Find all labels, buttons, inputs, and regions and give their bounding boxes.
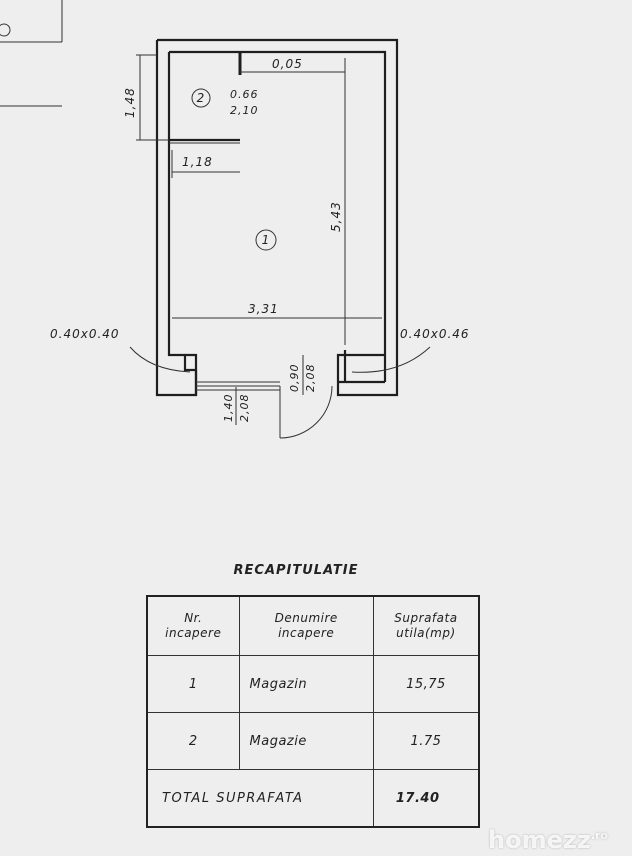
header-name: Denumire incapere	[238, 595, 374, 656]
table-row: 1 Magazin 15,75	[146, 655, 480, 713]
dim-room2-door-w: 0.66	[230, 88, 259, 101]
room2-number: 2	[197, 91, 206, 105]
recap-title: RECAPITULATIE	[233, 563, 359, 578]
row-area: 1.75	[372, 712, 480, 770]
dim-room2-height: 1,48	[123, 87, 137, 118]
room1-marker: 1	[255, 229, 277, 251]
dim-window-h: 2,08	[238, 394, 251, 423]
dimension-lines	[129, 54, 431, 425]
row-nr: 2	[146, 712, 240, 770]
corner-marks	[0, 0, 63, 107]
front-door-swing	[279, 385, 333, 439]
dim-room2-width: 1,18	[182, 155, 213, 169]
header-nr: Nr. incapere	[146, 595, 240, 656]
dim-room1-width: 3,31	[248, 302, 279, 316]
row-area: 15,75	[372, 655, 480, 713]
recap-header-row: Nr. incapere Denumire incapere Suprafata…	[146, 595, 480, 656]
room1-number: 1	[262, 233, 271, 247]
pillar-right-size: 0.40x0.46	[400, 327, 470, 341]
dim-door-w: 0,90	[288, 364, 301, 393]
row-name: Magazin	[238, 655, 374, 713]
row-nr: 1	[146, 655, 240, 713]
dim-window-w: 1,40	[222, 394, 235, 423]
dim-wall-thickness: 0,05	[272, 57, 303, 71]
dim-room2-door-h: 2,10	[230, 104, 259, 117]
row-name: Magazie	[238, 712, 374, 770]
table-row: 2 Magazie 1.75	[146, 712, 480, 770]
header-area: Suprafata utila(mp)	[372, 595, 480, 656]
recap-table: Nr. incapere Denumire incapere Suprafata…	[146, 595, 480, 828]
dim-door-h: 2,08	[304, 364, 317, 393]
room2-marker: 2	[191, 88, 211, 108]
total-label: TOTAL SUPRAFATA	[146, 769, 374, 828]
front-window	[196, 381, 280, 391]
pillar-left-size: 0.40x0.40	[50, 327, 120, 341]
watermark-logo: homezz.ro	[488, 826, 608, 854]
room2-partition	[169, 52, 242, 144]
total-row: TOTAL SUPRAFATA 17.40	[146, 769, 480, 828]
total-value: 17.40	[372, 769, 480, 828]
dim-room1-length: 5,43	[329, 201, 343, 232]
